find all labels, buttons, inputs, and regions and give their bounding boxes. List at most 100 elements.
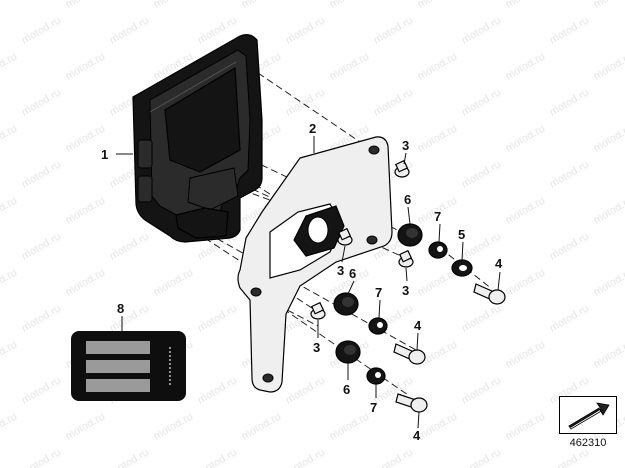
- sleeve-7a: [428, 241, 448, 259]
- watermark-text: motod.ru: [372, 86, 416, 118]
- watermark-text: motod.ru: [0, 266, 19, 298]
- washer-5: [451, 259, 473, 277]
- watermark-text: motod.ru: [152, 0, 196, 11]
- watermark-text: motod.ru: [504, 410, 548, 442]
- callout-3-bottom: 3: [313, 340, 320, 355]
- watermark-text: motod.ru: [460, 86, 504, 118]
- watermark-text: motod.ru: [504, 122, 548, 154]
- watermark-text: motod.ru: [64, 0, 108, 11]
- watermark-text: motod.ru: [460, 302, 504, 334]
- callout-4-top: 4: [495, 256, 503, 271]
- callout-5: 5: [458, 227, 465, 242]
- callout-7-middle: 7: [375, 285, 382, 300]
- watermark-text: motod.ru: [592, 338, 625, 370]
- watermark-text: motod.ru: [284, 14, 328, 46]
- watermark-text: motod.ru: [0, 410, 19, 442]
- watermark-text: motod.ru: [0, 338, 19, 370]
- watermark-text: motod.ru: [460, 446, 504, 468]
- watermark-text: motod.ru: [548, 230, 592, 262]
- watermark-text: motod.ru: [20, 14, 64, 46]
- watermark-text: motod.ru: [416, 122, 460, 154]
- watermark-text: motod.ru: [20, 446, 64, 468]
- screw-3d: [310, 301, 326, 320]
- watermark-text: motod.ru: [196, 446, 240, 468]
- callout-7-top: 7: [434, 209, 441, 224]
- watermark-text: motod.ru: [592, 194, 625, 226]
- watermark-text: motod.ru: [592, 266, 625, 298]
- watermark-text: motod.ru: [64, 410, 108, 442]
- watermark-text: motod.ru: [108, 446, 152, 468]
- label-sticker-8: [71, 331, 186, 401]
- callout-6-top: 6: [404, 192, 411, 207]
- callout-1: 1: [101, 147, 108, 162]
- watermark-text: motod.ru: [504, 50, 548, 82]
- watermark-text: motod.ru: [548, 86, 592, 118]
- watermark-text: motod.ru: [548, 158, 592, 190]
- watermark-text: motod.ru: [592, 0, 625, 11]
- watermark-text: motod.ru: [108, 302, 152, 334]
- callout-3-middle-left: 3: [337, 263, 344, 278]
- grommet-6c: [335, 340, 361, 364]
- leader-lines: [116, 136, 501, 429]
- callout-7-bottom: 7: [370, 400, 377, 415]
- callout-6-middle: 6: [349, 266, 356, 281]
- watermark-text: motod.ru: [460, 14, 504, 46]
- arrow-icon: [568, 402, 610, 430]
- watermark-text: motod.ru: [108, 14, 152, 46]
- abs-control-unit: [132, 34, 263, 243]
- watermark-text: motod.ru: [64, 194, 108, 226]
- bolt-4b: [393, 343, 426, 365]
- watermark-text: motod.ru: [0, 194, 19, 226]
- bolt-4c: [395, 393, 428, 413]
- watermark-text: motod.ru: [548, 446, 592, 468]
- watermark-text: motod.ru: [240, 410, 284, 442]
- watermark-text: motod.ru: [372, 446, 416, 468]
- grommet-6a: [397, 223, 423, 247]
- watermark-text: motod.ru: [416, 0, 460, 11]
- watermark-text: motod.ru: [284, 446, 328, 468]
- watermark-text: motod.ru: [64, 266, 108, 298]
- callout-2: 2: [309, 121, 316, 136]
- watermark-text: motod.ru: [0, 50, 19, 82]
- watermark-text: motod.ru: [152, 410, 196, 442]
- watermark-text: motod.ru: [592, 50, 625, 82]
- watermark-text: motod.ru: [20, 158, 64, 190]
- watermark-text: motod.ru: [416, 410, 460, 442]
- watermark-text: motod.ru: [328, 0, 372, 11]
- watermark-text: motod.ru: [20, 302, 64, 334]
- watermark-text: motod.ru: [548, 302, 592, 334]
- callout-4-middle: 4: [414, 318, 422, 333]
- callout-labels: 1 2 3 3 3 3 4 4 4 5 6 6 6 7 7 7 8: [101, 121, 503, 443]
- sleeve-7b: [368, 317, 388, 335]
- grommet-6b: [333, 292, 359, 316]
- watermark-text: motod.ru: [372, 14, 416, 46]
- watermark-text: motod.ru: [196, 374, 240, 406]
- watermark-text: motod.ru: [504, 338, 548, 370]
- watermark-text: motod.ru: [20, 374, 64, 406]
- callout-3-middle-right: 3: [402, 283, 409, 298]
- watermark-text: motod.ru: [460, 374, 504, 406]
- watermark-text: motod.ru: [284, 86, 328, 118]
- callout-4-bottom: 4: [413, 428, 421, 443]
- watermark-text: motod.ru: [328, 50, 372, 82]
- watermark-text: motod.ru: [20, 230, 64, 262]
- watermark-text: motod.ru: [548, 14, 592, 46]
- sleeve-7c: [366, 367, 386, 385]
- watermark-text: motod.ru: [196, 302, 240, 334]
- watermark-text: motod.ru: [0, 0, 19, 11]
- watermark-text: motod.ru: [504, 0, 548, 11]
- reference-box: [559, 396, 617, 434]
- watermark-text: motod.ru: [152, 266, 196, 298]
- reference-number: 462310: [569, 437, 607, 449]
- watermark-text: motod.ru: [284, 374, 328, 406]
- watermark-text: motod.ru: [0, 122, 19, 154]
- watermark-text: motod.ru: [108, 230, 152, 262]
- watermark-text: motod.ru: [592, 122, 625, 154]
- callout-8: 8: [117, 301, 124, 316]
- screw-3b: [337, 227, 353, 246]
- watermark-text: motod.ru: [328, 410, 372, 442]
- bolt-4a: [473, 283, 506, 305]
- watermark-text: motod.ru: [504, 266, 548, 298]
